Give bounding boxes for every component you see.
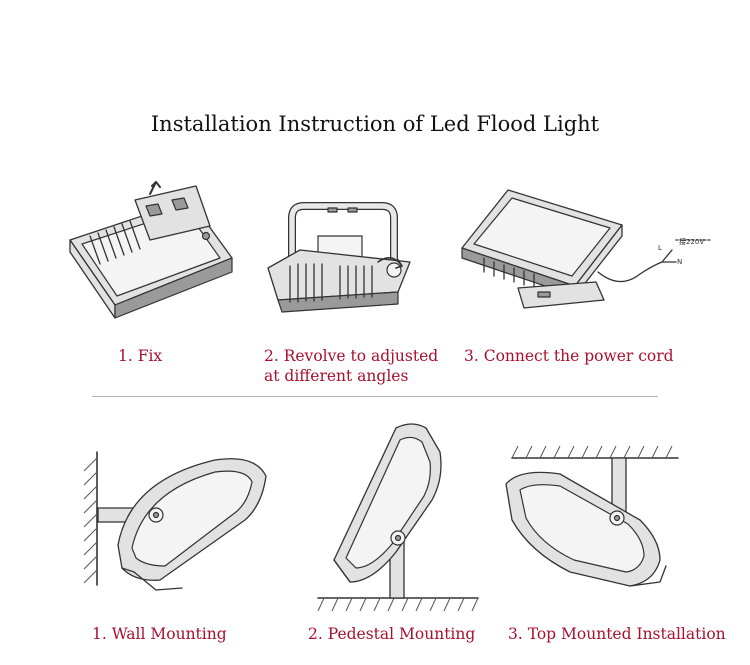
page-title: Installation Instruction of Led Flood Li… (150, 112, 600, 136)
step-connect-caption: 3. Connect the power cord (464, 347, 674, 365)
wall-mounting-caption: 1. Wall Mounting (92, 625, 227, 643)
wire-label-voltage: 接220V (679, 237, 704, 246)
wire-label-neutral: N (677, 258, 682, 266)
pedestal-mounting-caption: 2. Pedestal Mounting (308, 625, 476, 643)
step-revolve-caption-line2: at different angles (264, 367, 409, 385)
fix-step-illustration (69, 181, 233, 319)
connect-cord-step-illustration (461, 189, 713, 309)
pedestal-mounting-illustration (317, 423, 479, 612)
wall-mounting-illustration (83, 451, 267, 591)
top-mounted-caption: 3. Top Mounted Installation (508, 625, 726, 643)
top-mounted-installation-illustration (505, 445, 679, 587)
step-fix-caption: 1. Fix (118, 347, 163, 365)
wire-label-live: L (658, 244, 662, 252)
step-revolve-caption-line1: 2. Revolve to adjusted (264, 347, 439, 365)
revolve-step-illustration (267, 202, 411, 313)
section-divider (92, 396, 658, 397)
